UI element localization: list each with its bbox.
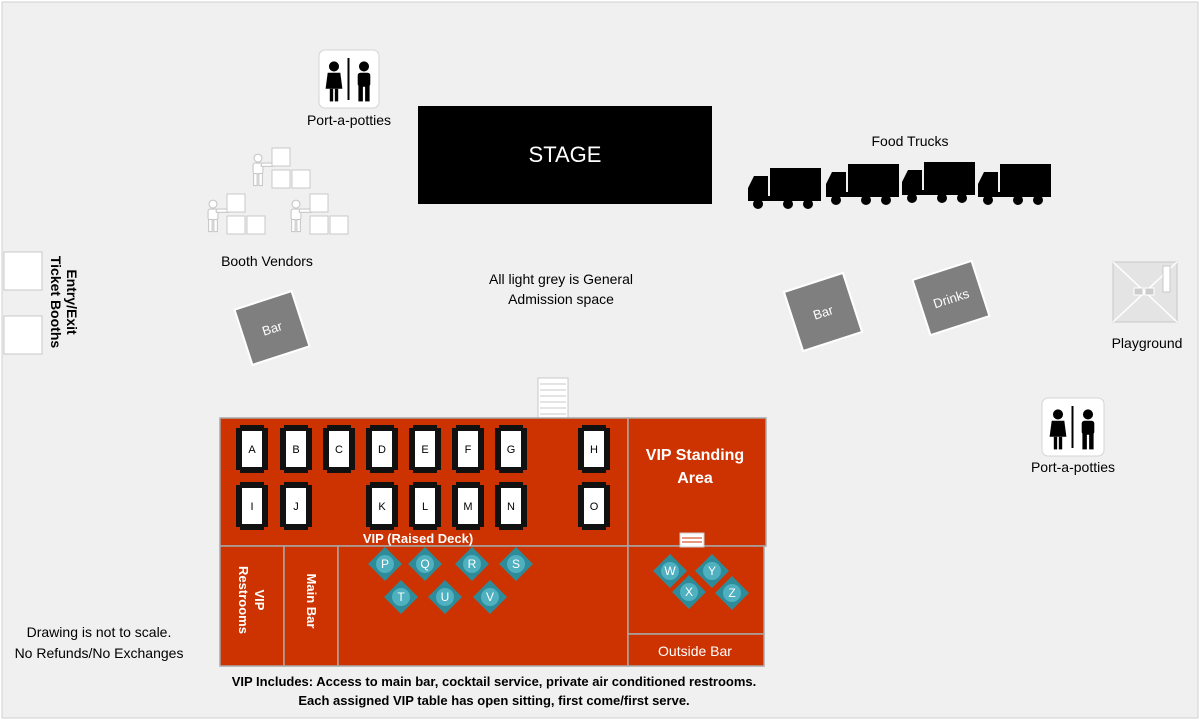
cocktail-s: S [512, 557, 520, 571]
vip-standing-line2: Area [677, 470, 713, 487]
table-e: E [421, 444, 428, 456]
restroom-right: Port-a-potties [1031, 397, 1115, 475]
footer-line2: Each assigned VIP table has open sitting… [298, 693, 689, 708]
booth-vendors-label: Booth Vendors [221, 253, 313, 269]
cocktail-r: R [468, 557, 477, 571]
cocktail-w: W [664, 564, 676, 578]
note-refunds: No Refunds/No Exchanges [15, 645, 184, 661]
table-o: O [590, 501, 599, 513]
note-scale: Drawing is not to scale. [27, 624, 172, 640]
restroom-right-label: Port-a-potties [1031, 459, 1115, 475]
ticket-booth [3, 251, 43, 291]
table-g: G [507, 444, 516, 456]
vip-main-bar-label: Main Bar [304, 574, 319, 629]
entry-ticket-booths: Entry/Exit Ticket Booths [3, 251, 80, 355]
general-admission-line1: All light grey is General [489, 271, 633, 287]
restroom-top-label: Port-a-potties [307, 112, 391, 128]
cocktail-u: U [441, 590, 450, 604]
entry-line1: Entry/Exit [64, 269, 80, 335]
vip-stairs-icon [537, 377, 569, 419]
standing-stairs-icon [679, 532, 705, 548]
bar-left-label: Bar [260, 318, 285, 339]
table-m: M [463, 501, 472, 513]
vip-tables-row1: A B C D E F G H [236, 425, 610, 473]
vip-restrooms-line1: VIP [252, 590, 267, 611]
table-n: N [507, 501, 515, 513]
cocktail-p: P [381, 557, 389, 571]
cocktail-t: T [397, 590, 405, 604]
vip-deck-label: VIP (Raised Deck) [363, 531, 473, 546]
footer-line1: VIP Includes: Access to main bar, cockta… [232, 674, 757, 689]
vip-outside-bar [627, 633, 765, 667]
bar-right: Bar [782, 271, 864, 353]
food-trucks-label: Food Trucks [871, 133, 948, 149]
table-b: B [292, 444, 299, 456]
cocktail-z: Z [728, 586, 735, 600]
bar-right-label: Bar [811, 302, 836, 323]
table-i: I [250, 501, 253, 513]
vip-standing-line1: VIP Standing [646, 447, 744, 464]
vip-main-bar [283, 545, 339, 667]
table-f: F [465, 444, 472, 456]
table-l: L [422, 501, 428, 513]
vip-area: VIP (Raised Deck) VIP Standing Area V I P … [219, 417, 767, 667]
vip-standing-area [627, 417, 767, 547]
entry-line2: Ticket Booths [48, 256, 64, 349]
table-c: C [335, 444, 343, 456]
vip-outside-bar-label: Outside Bar [658, 643, 732, 659]
playground: Playground [1112, 261, 1183, 351]
stage: STAGE [418, 106, 712, 204]
table-k: K [378, 501, 386, 513]
playground-label: Playground [1112, 335, 1183, 351]
cocktail-y: Y [708, 564, 716, 578]
cocktail-tables: P Q R S T U V W Y X Z [368, 547, 749, 614]
bar-left: Bar [233, 289, 311, 367]
restroom-top: Port-a-potties [307, 49, 391, 128]
cocktail-q: Q [420, 557, 429, 571]
vip-restrooms [219, 545, 285, 667]
table-d: D [378, 444, 386, 456]
cocktail-v: V [486, 590, 494, 604]
stage-label: STAGE [529, 142, 602, 167]
ticket-booth [3, 315, 43, 355]
table-h: H [590, 444, 598, 456]
cocktail-x: X [685, 585, 693, 599]
general-admission-line2: Admission space [508, 291, 614, 307]
vip-tables-row2: I J K L M N O [236, 482, 610, 530]
vip-restrooms-line2: Restrooms [236, 566, 251, 634]
table-j: J [293, 501, 299, 513]
table-a: A [248, 444, 256, 456]
drinks-bar: Drinks [911, 259, 991, 337]
food-trucks: Food Trucks [748, 133, 1051, 209]
